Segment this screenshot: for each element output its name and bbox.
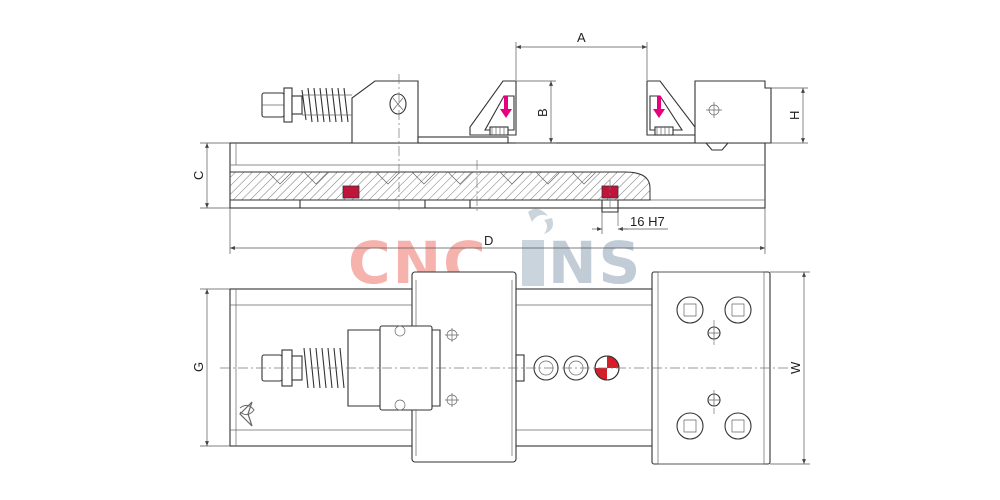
side-view: A B H C D 16 H7 [191,30,808,254]
dimension-label-c: C [191,171,206,180]
manufacturer-logo-icon [239,401,255,427]
watermark-swoosh-icon [528,208,553,234]
dimension-label-a: A [577,30,586,45]
watermark-text-right: NS [548,229,642,297]
dimension-label-g: G [191,362,206,372]
clamp-arrow-left-icon [500,96,512,118]
clamp-arrow-right-icon [653,96,665,118]
dimension-label-slot: 16 H7 [630,214,665,229]
cncins-watermark: CNC NS [348,208,642,297]
key-left [342,185,360,199]
spindle-spring-icon [301,87,349,123]
dimension-label-w: W [788,361,803,374]
dimension-label-b: B [535,108,550,117]
dimension-label-h: H [787,111,802,120]
base-hatched-section [229,171,651,201]
sliding-body [351,80,419,144]
block-bolts [445,328,459,407]
dimension-label-d: D [484,233,493,248]
top-view: G W [191,271,810,465]
watermark-i-glyph [522,240,544,286]
fixed-block [694,80,772,144]
body-bolt-icon [389,93,407,115]
